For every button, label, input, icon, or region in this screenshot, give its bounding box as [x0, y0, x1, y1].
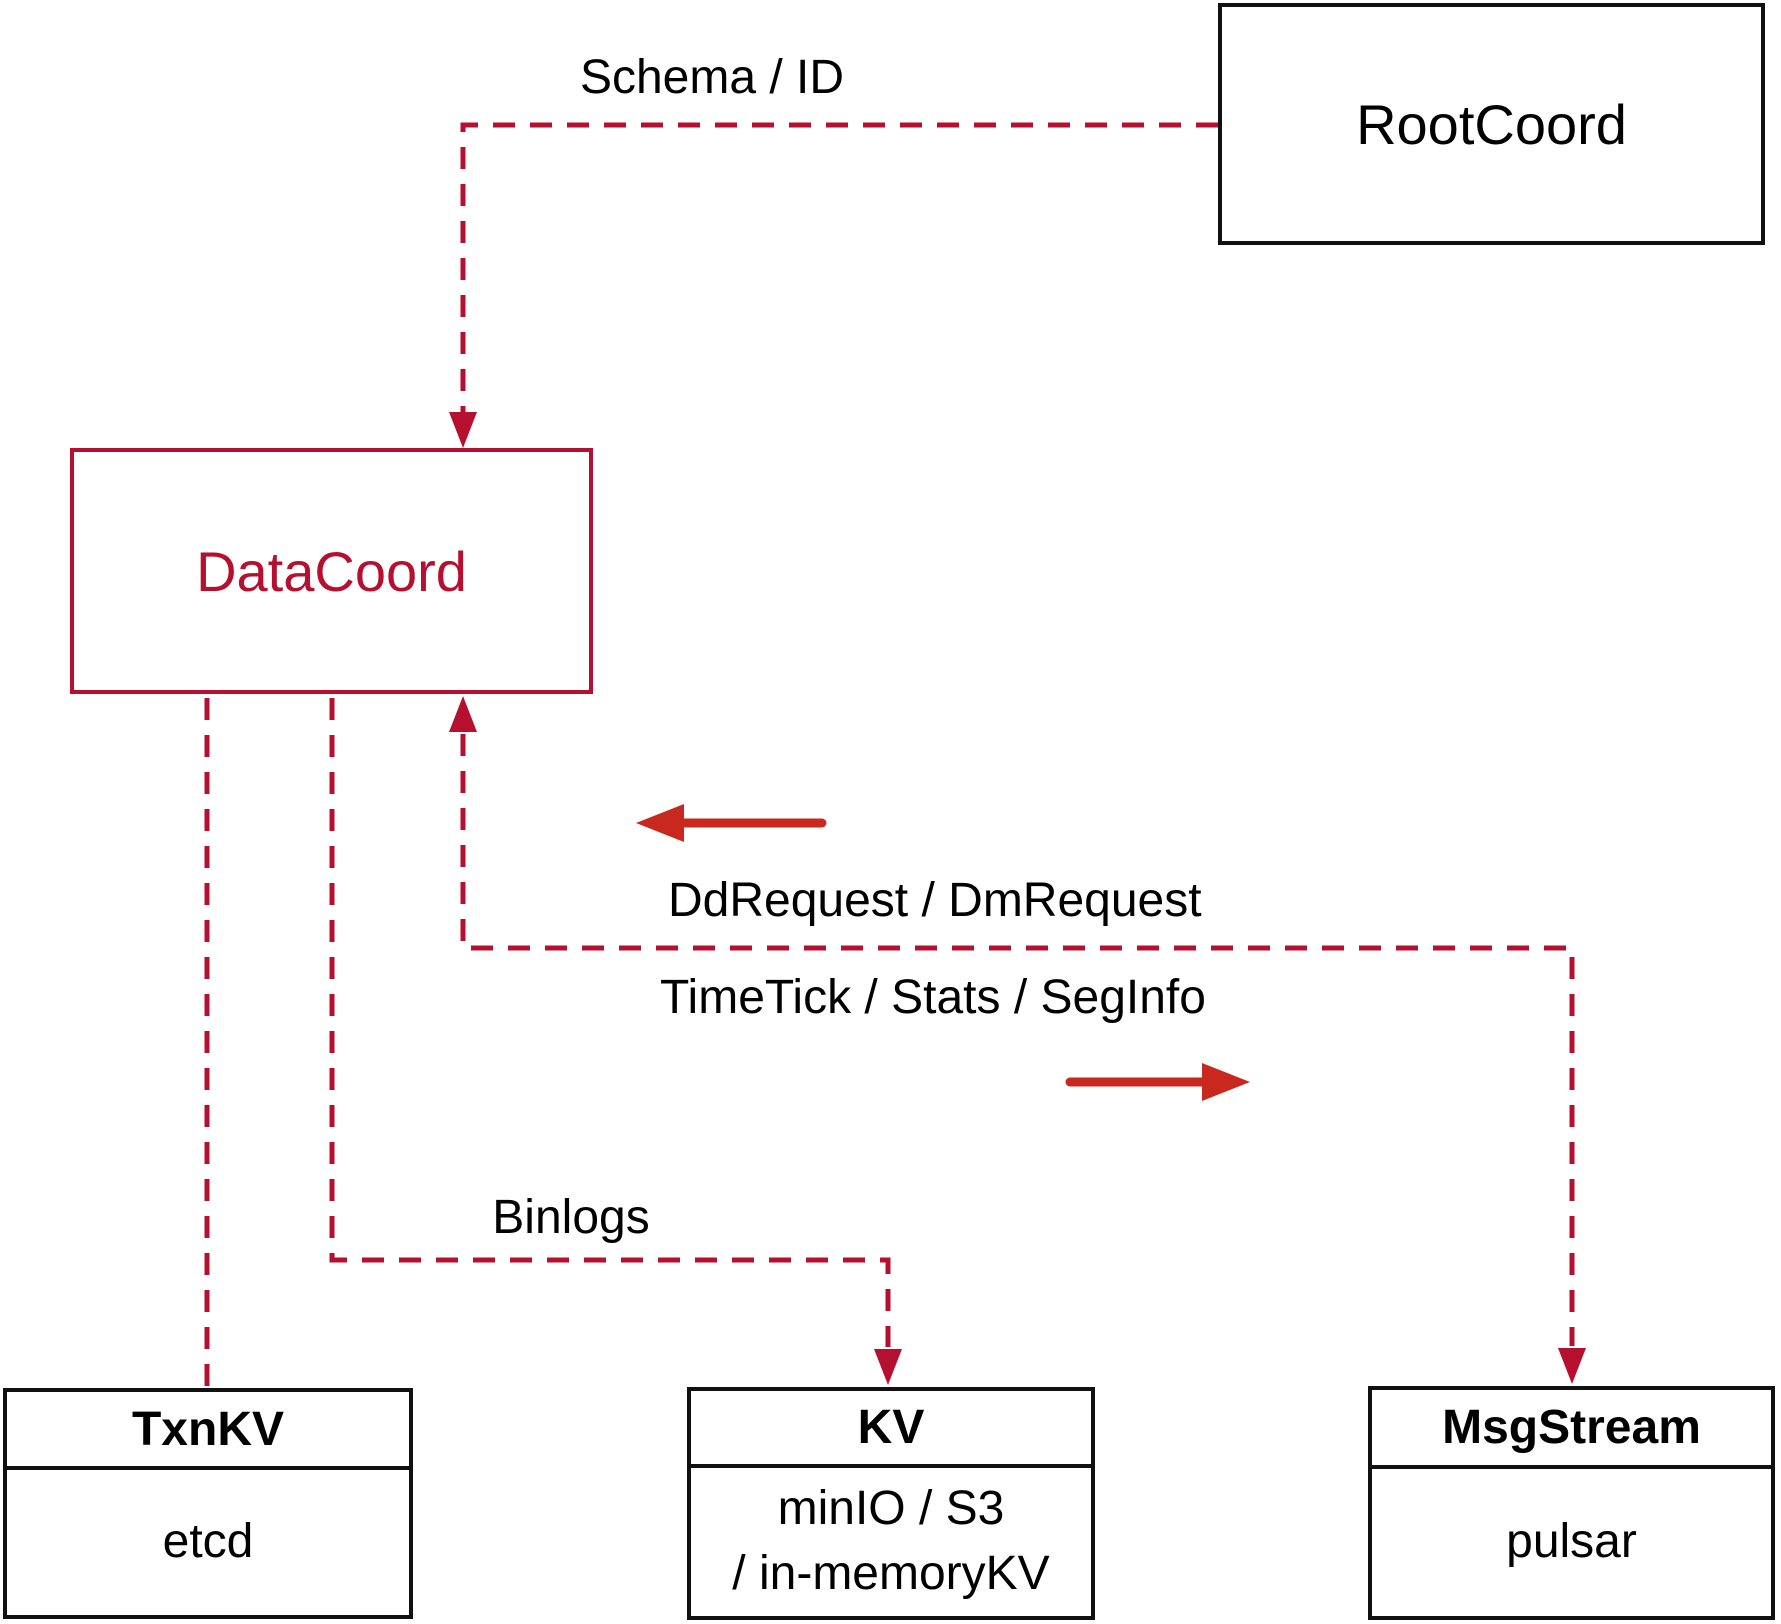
txnkv-title: TxnKV — [7, 1392, 409, 1470]
msgstream-title: MsgStream — [1372, 1390, 1771, 1469]
edge-request-timetick-line — [460, 734, 1575, 1346]
kv-title: KV — [691, 1391, 1091, 1468]
edge-label-schema-id: Schema / ID — [579, 51, 845, 104]
edge-schema-id-line — [460, 122, 1218, 414]
node-txnkv: TxnKV etcd — [3, 1388, 413, 1619]
rootcoord-label: RootCoord — [1356, 92, 1627, 156]
edge-binlogs-line — [329, 698, 891, 1347]
arrow-left-icon — [636, 804, 827, 842]
arrow-right-icon — [1065, 1063, 1250, 1101]
txnkv-body: etcd — [162, 1515, 254, 1569]
node-datacoord: DataCoord — [70, 448, 593, 694]
node-kv: KV minIO / S3 / in-memoryKV — [687, 1387, 1095, 1620]
edge-label-ddrequest: DdRequest / DmRequest — [668, 874, 1202, 927]
node-msgstream: MsgStream pulsar — [1368, 1386, 1775, 1620]
arrowhead-into-datacoord-bottom-icon — [449, 696, 477, 732]
arrowhead-into-kv-top-icon — [874, 1349, 902, 1385]
kv-body-line1: minIO / S3 — [777, 1482, 1005, 1536]
datacoord-label: DataCoord — [196, 539, 467, 603]
kv-body: minIO / S3 / in-memoryKV — [691, 1468, 1091, 1616]
arrowhead-into-datacoord-top-icon — [449, 412, 477, 448]
kv-body-line2: / in-memoryKV — [732, 1547, 1050, 1600]
edge-label-binlogs: Binlogs — [492, 1191, 650, 1244]
node-rootcoord: RootCoord — [1218, 3, 1765, 245]
msgstream-body: pulsar — [1506, 1515, 1637, 1569]
arrowhead-into-msgstream-top-icon — [1558, 1348, 1586, 1384]
edge-label-timetick: TimeTick / Stats / SegInfo — [660, 971, 1206, 1024]
